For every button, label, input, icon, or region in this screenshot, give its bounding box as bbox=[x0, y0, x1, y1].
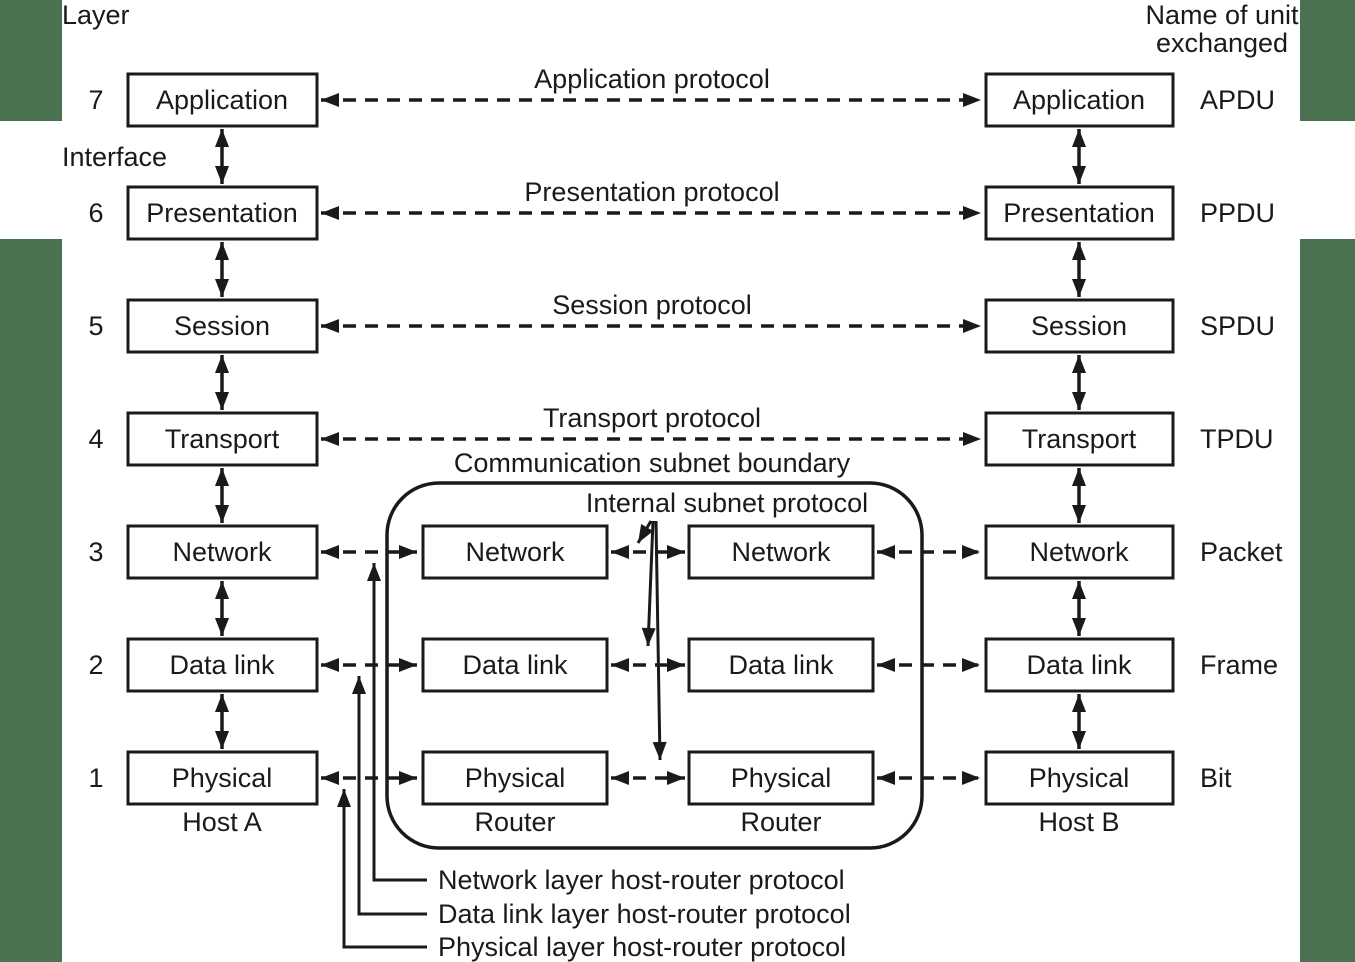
host-b-presentation-label: Presentation bbox=[1003, 198, 1155, 228]
host-b-transport-label: Transport bbox=[1022, 424, 1137, 454]
layer-number-5: 5 bbox=[88, 311, 103, 341]
router-right-caption: Router bbox=[740, 807, 821, 837]
unit-ppdu: PPDU bbox=[1200, 198, 1275, 228]
network-host-router-label: Network layer host-router protocol bbox=[438, 865, 845, 895]
internal-protocol-arrow-physical bbox=[652, 520, 667, 761]
host-router-protocol-callouts: Network layer host-router protocol Data … bbox=[337, 563, 851, 962]
interface-label: Interface bbox=[62, 142, 167, 172]
internal-protocol-arrow-datalink bbox=[641, 520, 656, 647]
datalink-host-router-line bbox=[352, 676, 427, 916]
router-left-datalink-label: Data link bbox=[462, 650, 568, 680]
layer-number-1: 1 bbox=[88, 763, 103, 793]
end-to-end-protocols: Application protocol Presentation protoc… bbox=[321, 64, 981, 446]
router-left-network-label: Network bbox=[465, 537, 565, 567]
host-b-application-label: Application bbox=[1013, 85, 1145, 115]
router-right-datalink-box bbox=[687, 637, 875, 693]
presentation-protocol-label: Presentation protocol bbox=[524, 177, 779, 207]
layer-number-7: 7 bbox=[88, 85, 103, 115]
host-b-datalink-label: Data link bbox=[1026, 650, 1132, 680]
green-border-bottom-left bbox=[0, 239, 62, 962]
unit-names: APDU PPDU SPDU TPDU Packet Frame Bit bbox=[1200, 85, 1283, 793]
host-b-application-box bbox=[984, 72, 1175, 128]
session-protocol-label: Session protocol bbox=[552, 290, 752, 320]
host-b-transport-box bbox=[984, 411, 1175, 467]
green-border-top-right bbox=[1300, 0, 1355, 121]
layer-number-6: 6 bbox=[88, 198, 103, 228]
host-a-physical-label: Physical bbox=[172, 763, 273, 793]
router-right-stack: Network Data link Physical Router bbox=[687, 524, 875, 837]
router-left-stack: Network Data link Physical Router bbox=[421, 524, 609, 837]
host-a-network-label: Network bbox=[172, 537, 272, 567]
physical-host-router-line bbox=[337, 789, 427, 949]
hop-by-hop-links bbox=[321, 545, 980, 785]
green-border-top-left bbox=[0, 0, 62, 121]
host-a-presentation-label: Presentation bbox=[146, 198, 298, 228]
host-b-stack: Application Presentation Session Transpo… bbox=[984, 72, 1175, 837]
unit-column-header-line1: Name of unit bbox=[1145, 0, 1299, 30]
router-right-network-box bbox=[687, 524, 875, 580]
unit-spdu: SPDU bbox=[1200, 311, 1275, 341]
transport-protocol-label: Transport protocol bbox=[543, 403, 761, 433]
host-a-application-label: Application bbox=[156, 85, 288, 115]
host-b-session-box bbox=[984, 298, 1175, 354]
application-protocol-label: Application protocol bbox=[534, 64, 770, 94]
host-b-datalink-box bbox=[984, 637, 1175, 693]
host-a-network-box bbox=[126, 524, 319, 580]
host-a-physical-box bbox=[126, 750, 319, 806]
network-host-router-line bbox=[367, 563, 427, 882]
router-right-physical-box bbox=[687, 750, 875, 806]
router-left-physical-label: Physical bbox=[465, 763, 566, 793]
router-left-physical-box bbox=[421, 750, 609, 806]
host-a-stack: Application Presentation Session Transpo… bbox=[126, 72, 319, 837]
green-border-bottom-right bbox=[1300, 239, 1355, 962]
layer-number-3: 3 bbox=[88, 537, 103, 567]
host-b-caption: Host B bbox=[1038, 807, 1119, 837]
host-b-network-box bbox=[984, 524, 1175, 580]
internal-subnet-protocol-arrows bbox=[636, 520, 667, 761]
router-left-network-box bbox=[421, 524, 609, 580]
router-left-caption: Router bbox=[474, 807, 555, 837]
physical-host-router-label: Physical layer host-router protocol bbox=[438, 932, 846, 962]
subnet-boundary-label: Communication subnet boundary bbox=[454, 448, 851, 478]
host-b-presentation-box bbox=[984, 185, 1175, 241]
host-b-physical-label: Physical bbox=[1029, 763, 1130, 793]
unit-frame: Frame bbox=[1200, 650, 1278, 680]
unit-packet: Packet bbox=[1200, 537, 1283, 567]
host-a-caption: Host A bbox=[182, 807, 262, 837]
layer-numbers: 7 6 5 4 3 2 1 bbox=[88, 85, 103, 793]
unit-column-header-line2: exchanged bbox=[1156, 28, 1288, 58]
host-a-transport-box bbox=[126, 411, 319, 467]
host-b-network-label: Network bbox=[1029, 537, 1129, 567]
host-b-session-label: Session bbox=[1031, 311, 1127, 341]
router-right-network-label: Network bbox=[731, 537, 831, 567]
host-a-transport-label: Transport bbox=[165, 424, 280, 454]
host-a-datalink-label: Data link bbox=[169, 650, 275, 680]
host-a-datalink-box bbox=[126, 637, 319, 693]
host-b-physical-box bbox=[984, 750, 1175, 806]
subnet-boundary-outline bbox=[385, 481, 924, 850]
router-right-datalink-label: Data link bbox=[728, 650, 834, 680]
internal-subnet-protocol-label: Internal subnet protocol bbox=[586, 488, 868, 518]
host-a-session-box bbox=[126, 298, 319, 354]
router-left-datalink-box bbox=[421, 637, 609, 693]
datalink-host-router-label: Data link layer host-router protocol bbox=[438, 899, 851, 929]
layer-number-2: 2 bbox=[88, 650, 103, 680]
host-a-presentation-box bbox=[126, 185, 319, 241]
unit-bit: Bit bbox=[1200, 763, 1232, 793]
layer-number-4: 4 bbox=[88, 424, 103, 454]
layer-column-header: Layer bbox=[62, 0, 130, 30]
unit-apdu: APDU bbox=[1200, 85, 1275, 115]
internal-protocol-arrow-network bbox=[636, 520, 654, 544]
host-a-application-box bbox=[126, 72, 319, 128]
unit-tpdu: TPDU bbox=[1200, 424, 1274, 454]
router-right-physical-label: Physical bbox=[731, 763, 832, 793]
host-a-session-label: Session bbox=[174, 311, 270, 341]
